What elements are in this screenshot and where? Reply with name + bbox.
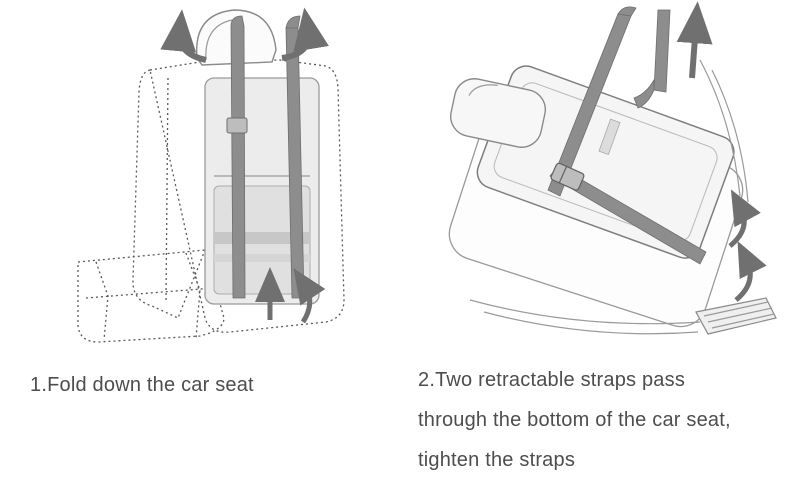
latch-slot xyxy=(598,118,621,156)
strap-buckle xyxy=(550,162,585,191)
step1-panel xyxy=(0,0,400,360)
strap-adjuster xyxy=(226,117,248,134)
curved-up-arrow-icon xyxy=(293,268,326,324)
step1-caption: 1.Fold down the car seat xyxy=(30,374,254,396)
car-seat-upright-illustration xyxy=(77,7,345,343)
step2-caption-line1: 2.Two retractable straps pass xyxy=(418,369,686,391)
tighten-arrow-icon-2 xyxy=(734,241,767,302)
seat-back-outline xyxy=(132,59,345,333)
strap-left xyxy=(226,15,248,299)
floor-mat xyxy=(695,297,777,335)
strap-long xyxy=(547,6,707,265)
seat-cushion-outline xyxy=(77,249,225,343)
tighten-arrow-icon xyxy=(728,189,761,248)
rotate-left-arrow-icon xyxy=(160,9,207,63)
cover-band xyxy=(214,254,310,262)
rotate-right-arrow-icon xyxy=(281,7,329,61)
step2-caption: 2.Two retractable straps pass through th… xyxy=(418,360,788,480)
step2-panel xyxy=(400,0,792,360)
headrest xyxy=(449,78,547,148)
strap-vertical xyxy=(633,9,671,109)
step2-caption-line3: tighten the straps xyxy=(418,449,576,471)
car-seat-folded-illustration xyxy=(448,1,777,335)
seat-side-lines xyxy=(699,59,749,203)
pull-up-arrow-icon xyxy=(676,1,713,79)
step2-caption-line2: through the bottom of the car seat, xyxy=(418,409,731,431)
